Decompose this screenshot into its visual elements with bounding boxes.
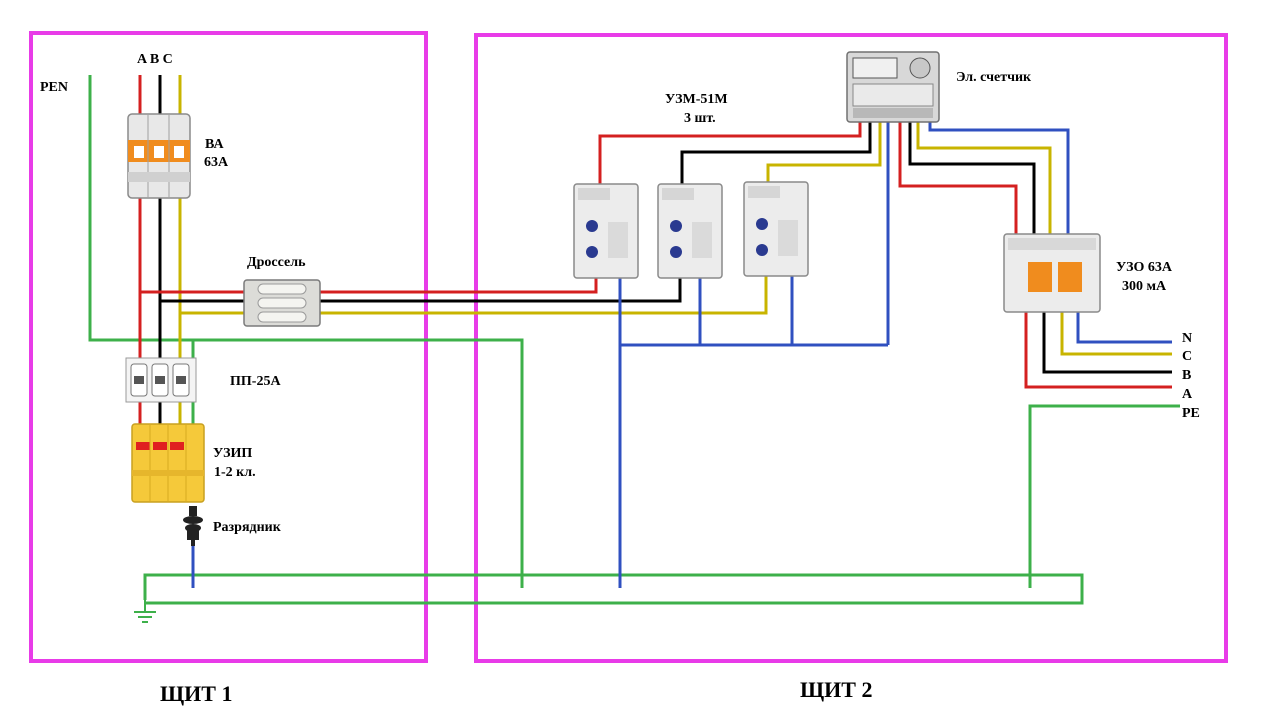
breaker-va63 — [127, 113, 191, 199]
relay1-to-meter — [598, 115, 862, 187]
label-rcd-line2: 300 мА — [1122, 279, 1167, 294]
panel-2-title: ЩИТ 2 — [800, 677, 872, 702]
fuses-pp25 — [125, 357, 197, 403]
label-relay-line1: УЗМ-51М — [665, 92, 728, 107]
relay-uzm-3 — [743, 181, 809, 277]
label-breaker-line1: ВА — [205, 137, 224, 152]
relay3-to-meter — [766, 115, 882, 183]
label-out-n: N — [1182, 331, 1192, 346]
label-rcd-line1: УЗО 63А — [1116, 260, 1173, 275]
electricity-meter — [846, 51, 940, 123]
choke-c-to-relay3 — [316, 270, 768, 315]
label-out-pe: PE — [1182, 406, 1200, 421]
pe-wires — [88, 75, 1180, 605]
label-out-a: A — [1182, 387, 1193, 402]
label-spd-line2: 1-2 кл. — [214, 465, 256, 480]
spd-uzip — [131, 423, 205, 503]
label-breaker-line2: 63А — [204, 155, 229, 170]
label-meter: Эл. счетчик — [956, 70, 1032, 85]
rcd-out-a — [1024, 310, 1172, 389]
label-arrester: Разрядник — [213, 520, 282, 535]
arrester — [183, 506, 203, 546]
label-out-b: B — [1182, 368, 1191, 383]
choke-a-to-relay1 — [316, 268, 598, 294]
label-relay-line2: 3 шт. — [684, 111, 716, 126]
rcd-out-c — [1060, 310, 1172, 356]
relay-uzm-1 — [573, 183, 639, 279]
relay-uzm-2 — [657, 183, 723, 279]
panel-1-frame — [29, 31, 428, 663]
label-choke: Дроссель — [247, 255, 306, 270]
meter-c-to-rcd — [916, 115, 1052, 238]
ground-symbol — [134, 600, 156, 623]
choke-b-to-relay2 — [316, 268, 682, 303]
choke — [243, 279, 321, 327]
rcd-out-n — [1076, 310, 1172, 344]
relay2-to-meter — [680, 115, 872, 187]
meter-a-to-rcd — [898, 115, 1018, 238]
label-fuse: ПП-25А — [230, 374, 281, 389]
label-spd-line1: УЗИП — [213, 446, 252, 461]
rcd-out-b — [1042, 310, 1172, 374]
panel-1-title: ЩИТ 1 — [160, 681, 232, 706]
rcd-uzo63 — [1003, 233, 1101, 313]
panel-2-frame — [474, 33, 1228, 663]
meter-b-to-rcd — [908, 115, 1036, 238]
label-phases: A B C — [137, 52, 173, 67]
label-out-c: C — [1182, 349, 1192, 364]
label-pen: PEN — [40, 80, 68, 95]
